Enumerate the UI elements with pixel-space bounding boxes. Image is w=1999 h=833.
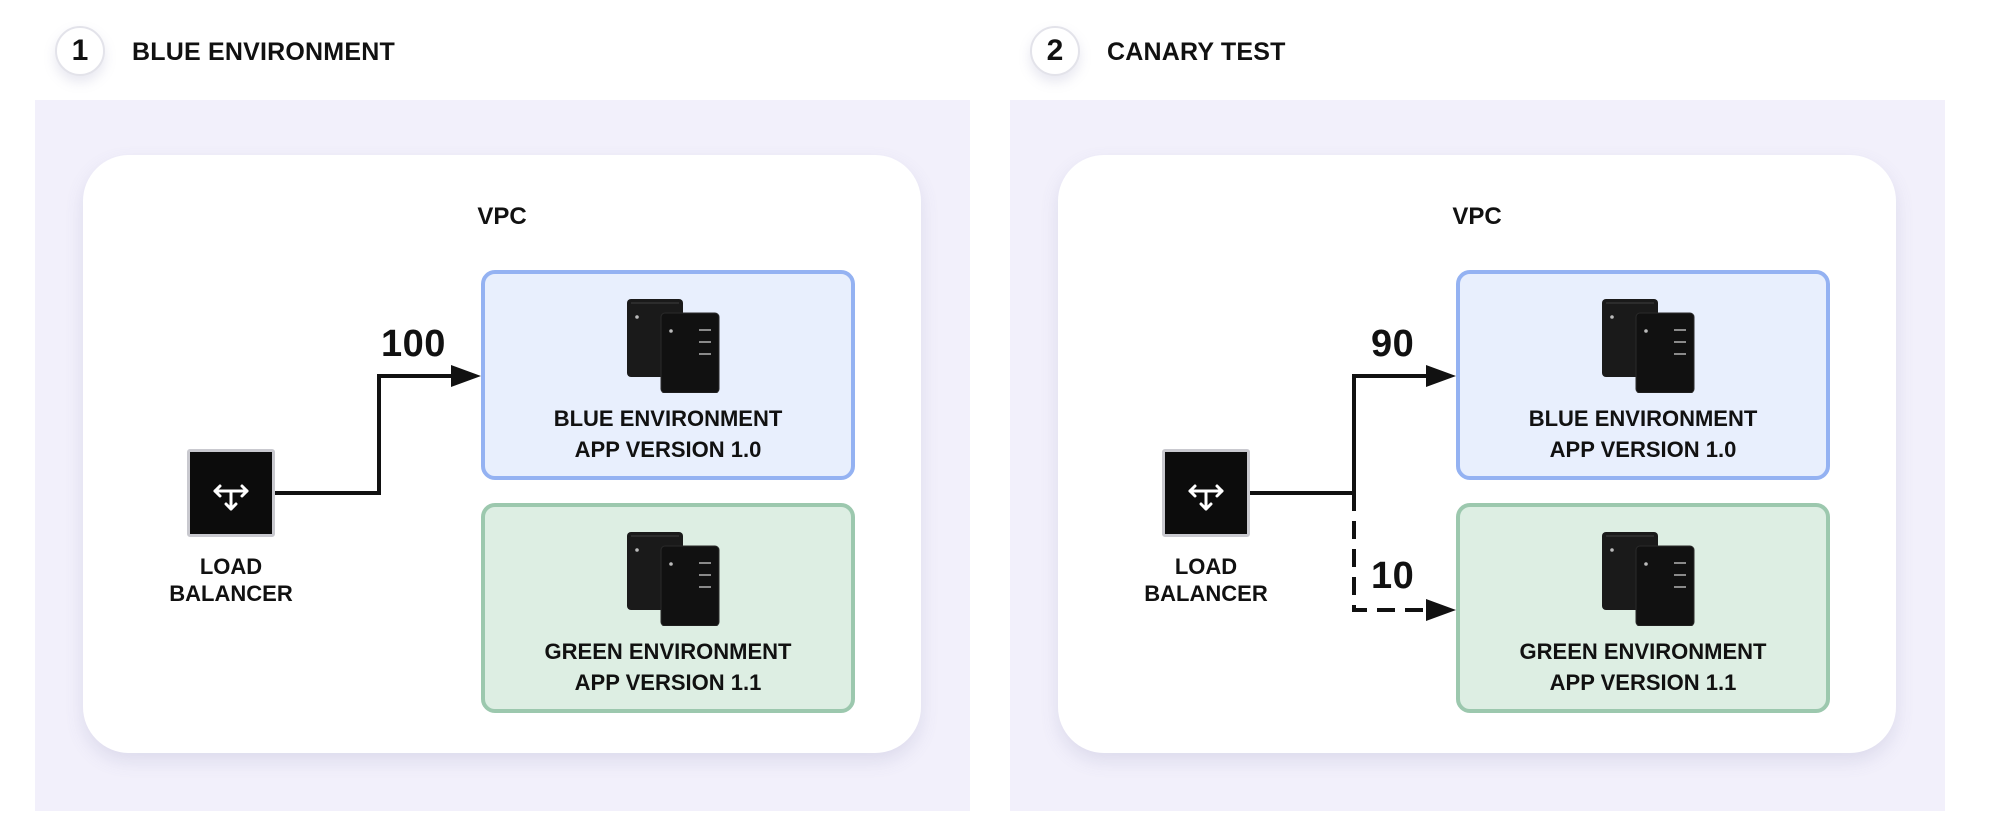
environment-version: APP VERSION 1.1 — [574, 670, 762, 695]
load-balancer-label-line2: BALANCER — [169, 581, 293, 606]
load-balancer[interactable] — [187, 449, 275, 537]
traffic-arrows — [275, 365, 481, 495]
diagram-stage: VPC 100 — [35, 100, 970, 811]
arrowhead-icon — [451, 365, 481, 387]
server-stack-icon — [1602, 532, 1695, 626]
load-balancer-arrows-icon — [1188, 484, 1224, 511]
environment-name: BLUE ENVIRONMENT — [1528, 406, 1758, 431]
step-number-badge: 1 — [55, 26, 105, 76]
environment-name: GREEN ENVIRONMENT — [544, 639, 792, 664]
load-balancer-label: LOAD BALANCER — [1126, 553, 1286, 607]
traffic-arrows — [1250, 365, 1456, 621]
load-balancer-label-line2: BALANCER — [1144, 581, 1268, 606]
arrowhead-icon — [1426, 599, 1456, 621]
vpc-label: VPC — [1452, 203, 1502, 230]
load-balancer-label-line1: LOAD — [199, 554, 263, 579]
server-stack-icon — [627, 532, 720, 626]
server-stack-icon — [627, 299, 720, 393]
blue-environment-box[interactable]: BLUE ENVIRONMENT APP VERSION 1.0 — [481, 270, 855, 480]
environment-version: APP VERSION 1.0 — [574, 437, 762, 462]
panel-blue-environment: 1 BLUE ENVIRONMENT VPC 100 — [35, 0, 1005, 833]
blue-environment-box[interactable]: BLUE ENVIRONMENT APP VERSION 1.0 — [1456, 270, 1830, 480]
traffic-path-blue — [1250, 374, 1429, 495]
environment-name: BLUE ENVIRONMENT — [553, 406, 783, 431]
environment-name: GREEN ENVIRONMENT — [1519, 639, 1767, 664]
traffic-weight-green: 10 — [1371, 555, 1415, 597]
step-number-badge: 2 — [1030, 26, 1080, 76]
server-stack-icon — [1602, 299, 1695, 393]
load-balancer-arrows-icon — [213, 484, 249, 511]
green-environment-box[interactable]: GREEN ENVIRONMENT APP VERSION 1.1 — [481, 503, 855, 713]
arrowhead-icon — [1426, 365, 1456, 387]
green-environment-box[interactable]: GREEN ENVIRONMENT APP VERSION 1.1 — [1456, 503, 1830, 713]
vpc-label: VPC — [477, 203, 527, 230]
traffic-path-green — [1352, 493, 1429, 612]
step-title: CANARY TEST — [1107, 38, 1286, 66]
load-balancer-label: LOAD BALANCER — [151, 553, 311, 607]
load-balancer-label-line1: LOAD — [1174, 554, 1238, 579]
step-title: BLUE ENVIRONMENT — [132, 38, 395, 66]
panel-canary-test: 2 CANARY TEST VPC 90 10 — [1010, 0, 1980, 833]
vpc-container: VPC 90 10 — [1058, 155, 1896, 753]
load-balancer[interactable] — [1162, 449, 1250, 537]
environment-version: APP VERSION 1.1 — [1549, 670, 1737, 695]
traffic-weight-blue: 90 — [1371, 323, 1415, 365]
diagram-stage: VPC 90 10 — [1010, 100, 1945, 811]
environment-version: APP VERSION 1.0 — [1549, 437, 1737, 462]
traffic-path-blue — [275, 374, 454, 495]
traffic-weight-blue: 100 — [381, 323, 446, 365]
vpc-container: VPC 100 — [83, 155, 921, 753]
